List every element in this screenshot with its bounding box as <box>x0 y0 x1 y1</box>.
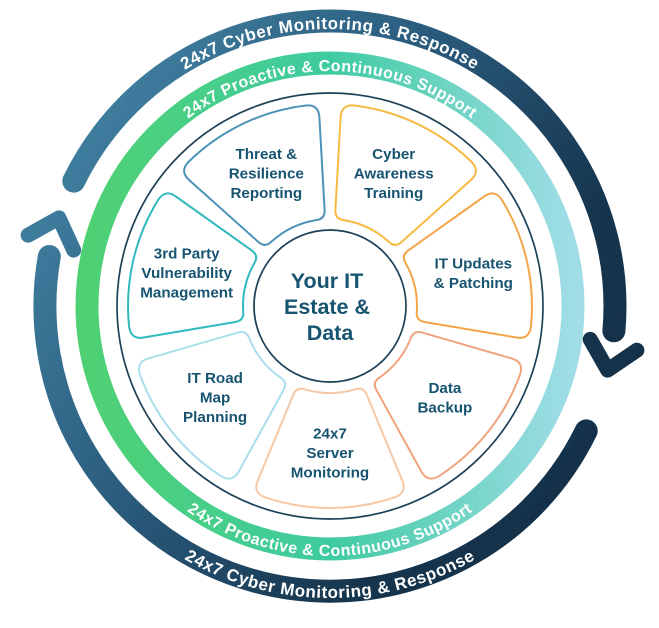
segment-outline-it-updates-patching <box>402 192 533 339</box>
segment-outline-cyber-awareness-training <box>334 104 477 246</box>
segment-outline-24x7-server-monitoring <box>255 387 405 509</box>
inner-ring-label-top: 24x7 Proactive & Continuous Support <box>180 58 480 122</box>
outer-ring <box>20 9 645 603</box>
outer-ring-arc-top <box>62 9 627 343</box>
wheel-outline <box>116 92 544 520</box>
center-label: Your IT Estate & Data <box>284 269 376 345</box>
arrowhead-up-icon <box>20 210 82 258</box>
segment-outline-3rd-party-vulnerability-management <box>127 192 258 339</box>
segment-label-it-updates-patching: IT Updates& Patching <box>434 255 513 292</box>
segment-outline-it-road-map-planning <box>137 331 287 480</box>
center-circle <box>253 229 407 383</box>
outer-ring-arc-bottom <box>33 245 598 603</box>
inner-ring <box>75 51 585 561</box>
segment-outline-data-backup <box>373 331 523 480</box>
inner-ring-label-bottom: 24x7 Proactive & Continuous Support <box>185 500 476 560</box>
segment-it-updates-patching: IT Updates& Patching <box>402 192 533 339</box>
arrowhead-down-icon <box>582 331 645 378</box>
segment-outline-threat-resilience-reporting <box>183 104 326 246</box>
